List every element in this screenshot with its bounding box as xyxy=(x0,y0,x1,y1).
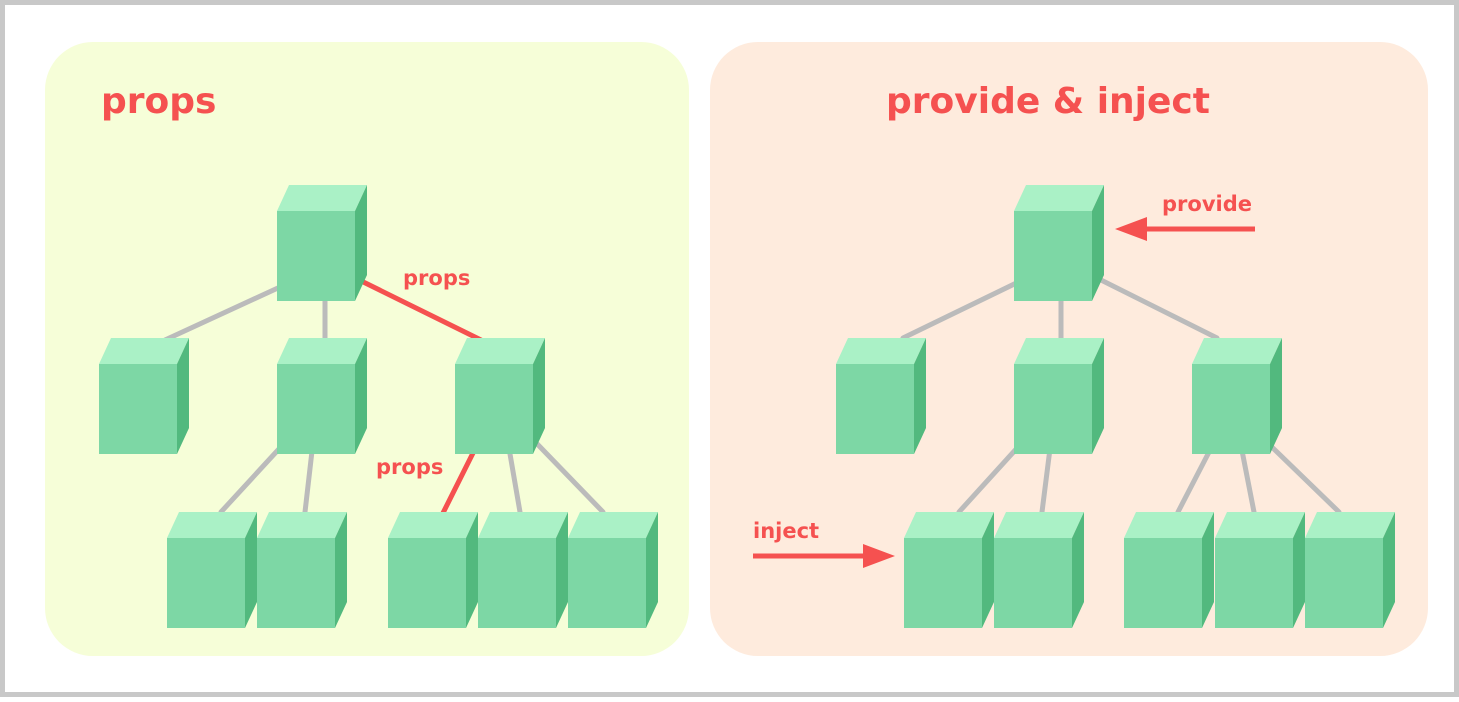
cube-node-right xyxy=(455,338,545,454)
cube-node-middle xyxy=(277,338,367,454)
props-edge-label: props xyxy=(376,455,443,479)
provide-inject-panel-title: provide & inject xyxy=(886,81,1210,122)
inject-arrow xyxy=(753,544,895,568)
provide-inject-tree-nodes xyxy=(836,185,1395,628)
cube-node-leaf-2 xyxy=(257,512,347,628)
edge-root-to-right xyxy=(1080,268,1220,341)
cube-node-right xyxy=(1192,338,1282,454)
cube-node-leaf-3 xyxy=(388,512,478,628)
edge-root-to-right-props xyxy=(340,269,484,343)
props-panel-title: props xyxy=(101,81,217,122)
cube-node-leaf-1 xyxy=(167,512,257,628)
cube-node-leaf-5 xyxy=(1305,512,1395,628)
props-tree-nodes xyxy=(99,185,658,628)
provide-arrow xyxy=(1115,217,1255,241)
cube-node-left xyxy=(836,338,926,454)
cube-node-leaf-3 xyxy=(1124,512,1214,628)
cube-node-leaf-4 xyxy=(478,512,568,628)
cube-node-leaf-1 xyxy=(904,512,994,628)
cube-node-leaf-4 xyxy=(1215,512,1305,628)
cube-node-leaf-5 xyxy=(568,512,658,628)
tree-diagrams: props props provi xyxy=(99,185,1395,628)
inject-label: inject xyxy=(753,519,819,543)
cube-node-root xyxy=(1014,185,1104,301)
props-edge-label: props xyxy=(403,266,470,290)
provide-label: provide xyxy=(1162,192,1252,216)
cube-node-leaf-2 xyxy=(994,512,1084,628)
cube-node-root xyxy=(277,185,367,301)
cube-node-middle xyxy=(1014,338,1104,454)
cube-node-left xyxy=(99,338,189,454)
